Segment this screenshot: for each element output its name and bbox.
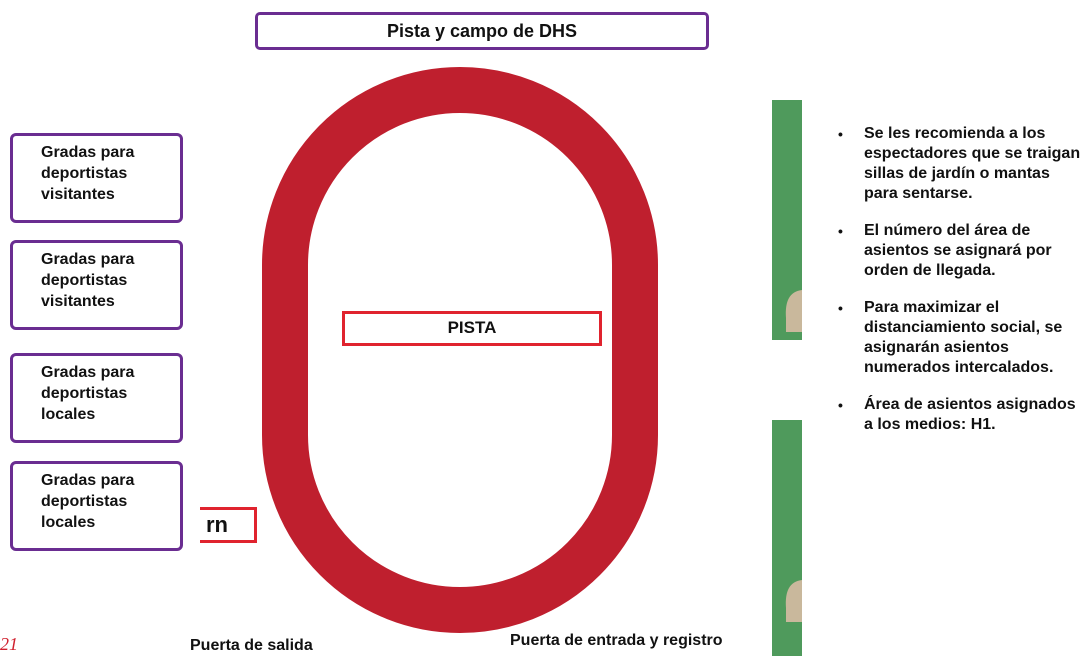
stand-label-line: deportistas: [41, 272, 128, 289]
stand-label-line: Gradas para: [41, 364, 135, 381]
entrance-gate-label: Puerta de entrada y registro: [510, 632, 723, 649]
stand-label-line: Gradas para: [41, 472, 135, 489]
field-strip-upper: [772, 100, 802, 340]
corner-text: 21: [0, 634, 18, 654]
stand-label-line: deportistas: [41, 493, 128, 510]
notes-list: • Se les recomienda a los espectadores q…: [832, 124, 1088, 452]
stand-label-line: deportistas: [41, 385, 128, 402]
stand-label-line: Gradas para: [41, 144, 135, 161]
note-item: • Para maximizar el distanciamiento soci…: [832, 298, 1088, 378]
stand-label-line: visitantes: [41, 186, 115, 203]
map-title: Pista y campo de DHS: [255, 12, 709, 50]
stand-label-line: Gradas para: [41, 251, 135, 268]
bullet-icon: •: [838, 223, 843, 239]
note-item: • El número del área de asientos se asig…: [832, 221, 1088, 281]
bullet-icon: •: [838, 300, 843, 316]
note-text: Se les recomienda a los espectadores que…: [864, 125, 1081, 202]
stand-box-locals-2: Gradas para deportistas locales: [10, 461, 183, 551]
stand-box-visitors-2: Gradas para deportistas visitantes: [10, 240, 183, 330]
bullet-icon: •: [838, 397, 843, 413]
note-text: El número del área de asientos se asigna…: [864, 222, 1052, 279]
running-track: [262, 67, 658, 633]
stand-label-line: visitantes: [41, 293, 115, 310]
field-strip-lower: [772, 420, 802, 656]
note-item: • Se les recomienda a los espectadores q…: [832, 124, 1088, 204]
stand-box-visitors-1: Gradas para deportistas visitantes: [10, 133, 183, 223]
stand-label-line: locales: [41, 514, 96, 531]
note-item: • Área de asientos asignados a los medio…: [832, 395, 1088, 435]
bullet-icon: •: [838, 126, 843, 142]
note-text: Área de asientos asignados a los medios:…: [864, 396, 1076, 433]
track-label: PISTA: [342, 311, 602, 346]
stand-label-line: deportistas: [41, 165, 128, 182]
stand-box-locals-1: Gradas para deportistas locales: [10, 353, 183, 443]
partial-label: rn: [200, 507, 257, 543]
stand-label-line: locales: [41, 406, 96, 423]
note-text: Para maximizar el distanciamiento social…: [864, 299, 1063, 376]
exit-gate-label: Puerta de salida: [190, 637, 313, 654]
